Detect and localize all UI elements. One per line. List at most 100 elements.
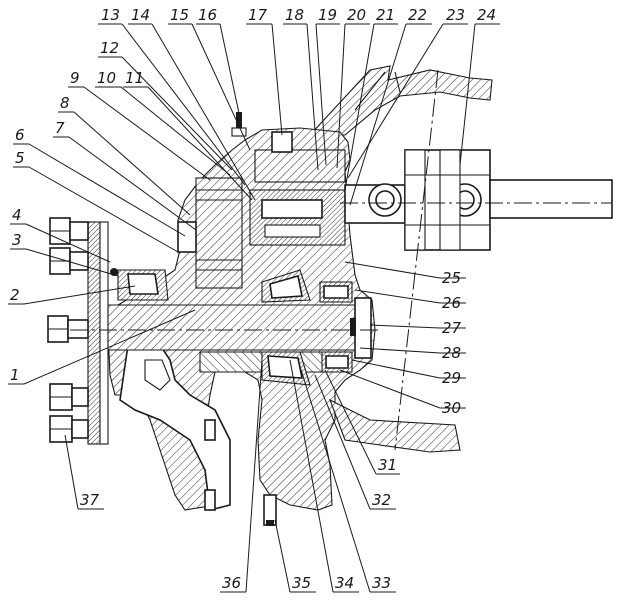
callout-leader: [28, 143, 186, 237]
callout-12: 12: [98, 39, 233, 171]
callout-number: 27: [442, 319, 462, 337]
vertical-axis: [394, 69, 439, 451]
callout-14: 14: [128, 6, 256, 201]
callout-number: 28: [442, 344, 461, 362]
callout-number: 24: [477, 6, 496, 24]
callout-leader: [68, 136, 197, 231]
strut-window: [144, 359, 171, 391]
callout-16: 16: [196, 6, 241, 119]
callout-number: 6: [15, 126, 25, 144]
callout-22: 22: [349, 6, 432, 206]
callout-20: 20: [336, 6, 370, 169]
callout-leader: [347, 23, 444, 179]
lower-strut: [119, 344, 231, 511]
callout-number: 13: [101, 6, 120, 24]
callout-leader: [191, 23, 251, 151]
callout-leader: [289, 359, 334, 593]
callout-28: 28: [359, 344, 466, 362]
callout-number: 35: [292, 574, 311, 592]
callout-number: 14: [131, 6, 150, 24]
callout-5: 5: [13, 149, 179, 253]
callout-6: 6: [13, 126, 186, 237]
callout-number: 7: [55, 119, 65, 137]
callout-number: 8: [60, 94, 70, 112]
callout-leader: [315, 23, 327, 166]
callout-leader: [73, 111, 191, 216]
callout-leader: [25, 223, 111, 263]
callout-17: 17: [246, 6, 283, 136]
callout-leader: [120, 86, 231, 176]
callout-29: 29: [351, 359, 466, 387]
callout-31: 31: [324, 369, 400, 475]
callout-10: 10: [95, 69, 231, 176]
callout-30: 30: [339, 369, 466, 417]
left-bearing: [110, 268, 169, 301]
callout-35: 35: [274, 519, 316, 593]
callout-number: 33: [372, 574, 391, 592]
callout-leader: [151, 23, 256, 201]
callout-13: 13: [98, 6, 246, 186]
callout-9: 9: [68, 69, 211, 181]
callout-leader: [274, 519, 291, 593]
callout-leader: [359, 347, 441, 354]
callout-number: 29: [442, 369, 461, 387]
callout-leader: [121, 23, 246, 186]
callout-number: 34: [335, 574, 354, 592]
callout-number: 30: [442, 399, 461, 417]
callout-number: 3: [12, 231, 22, 249]
callout-leader: [245, 359, 263, 593]
callout-21: 21: [344, 6, 398, 191]
left-bolts: [47, 217, 89, 443]
callout-leader: [271, 23, 283, 136]
callout-18: 18: [283, 6, 319, 171]
upper-gear: [231, 112, 346, 246]
callout-7: 7: [53, 119, 197, 231]
callout-number: 23: [446, 6, 465, 24]
callout-number: 26: [442, 294, 461, 312]
callout-leader: [28, 166, 179, 253]
callout-number: 1: [10, 366, 20, 384]
callout-number: 20: [347, 6, 366, 24]
callout-4: 4: [10, 206, 111, 263]
callout-36: 36: [220, 359, 263, 593]
lower-bracket: [328, 398, 461, 453]
callout-34: 34: [289, 359, 359, 593]
callout-number: 32: [372, 491, 391, 509]
callout-leader: [83, 86, 211, 181]
callout-leader: [25, 248, 119, 277]
pinion-gear: [177, 177, 243, 289]
callout-leader: [459, 23, 476, 166]
upper-bracket: [308, 65, 493, 136]
callout-number: 37: [80, 491, 100, 509]
callout-1: 1: [8, 309, 196, 385]
callout-leader: [339, 369, 441, 409]
callout-leader: [314, 374, 371, 510]
callout-leader: [324, 369, 377, 475]
callout-number: 10: [97, 69, 116, 87]
callout-leader: [336, 23, 346, 169]
callout-number: 15: [170, 6, 189, 24]
callout-24: 24: [459, 6, 500, 166]
left-flange-plate-2: [99, 221, 109, 445]
callout-leader: [219, 23, 241, 119]
callout-number: 22: [408, 6, 427, 24]
callout-25: 25: [344, 261, 466, 287]
mechanism-body: [47, 65, 613, 526]
callout-leader: [121, 56, 233, 171]
callout-23: 23: [347, 6, 468, 179]
callout-15: 15: [168, 6, 251, 151]
callout-number: 36: [222, 574, 241, 592]
callout-leader: [344, 261, 441, 279]
callout-number: 11: [125, 69, 144, 87]
central-shaft: [107, 304, 361, 351]
callout-number: 21: [376, 6, 395, 24]
callout-leader: [306, 23, 319, 171]
lower-fasteners: [204, 419, 277, 526]
callout-number: 2: [10, 286, 20, 304]
callout-number: 16: [198, 6, 217, 24]
universal-joint-shaft: [344, 149, 613, 251]
callout-number: 12: [100, 39, 119, 57]
callout-number: 9: [70, 69, 80, 87]
right-bearings: [261, 269, 353, 386]
